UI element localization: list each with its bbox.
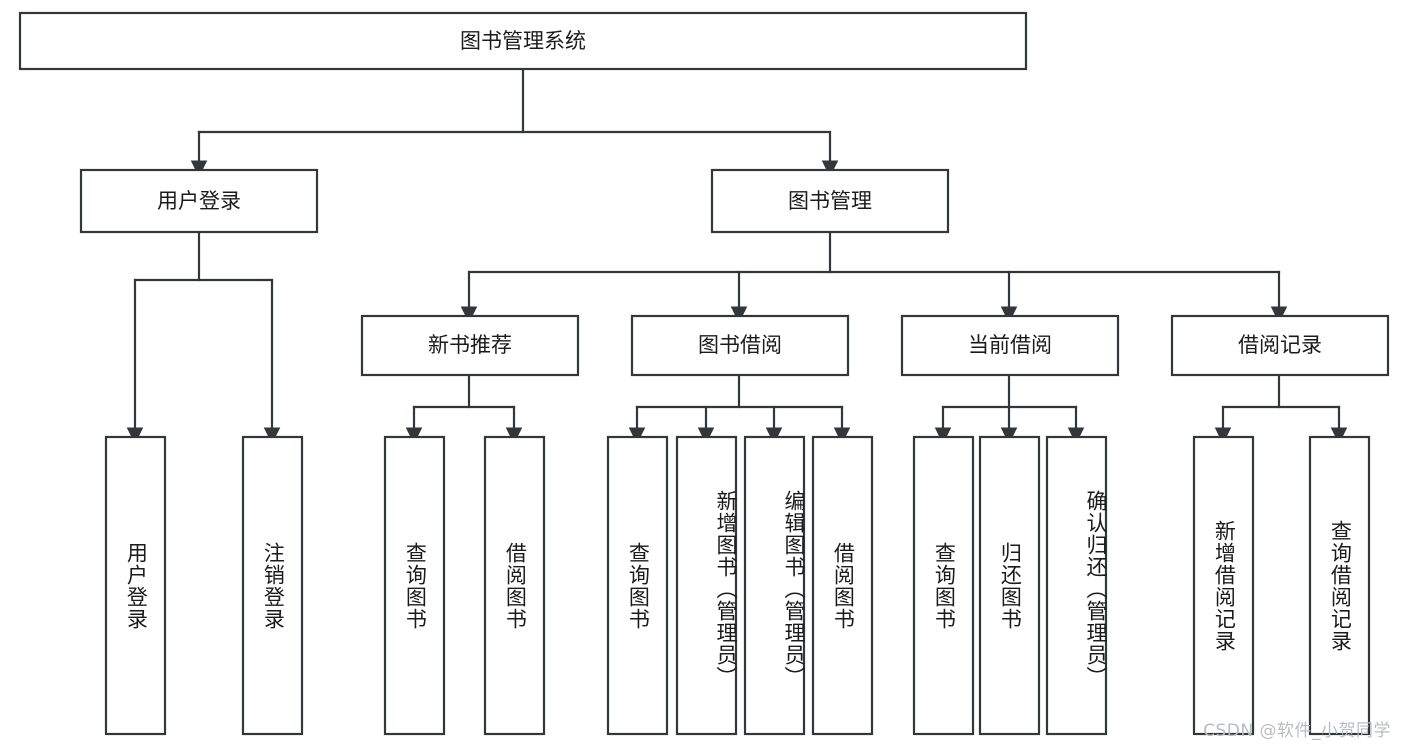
node-user-login-box[interactable]	[79, 168, 319, 234]
node-borrow-record[interactable]: 借阅记录	[1170, 314, 1390, 377]
node-root-label: 图书管理系统	[460, 29, 586, 53]
node-book-management[interactable]: 图书管理	[710, 168, 950, 234]
node-book-management-box[interactable]	[710, 168, 950, 234]
leaf-user-login-box[interactable]	[104, 435, 167, 736]
node-root[interactable]: 图书管理系统	[18, 11, 1028, 71]
node-current-borrow-box[interactable]	[900, 314, 1120, 377]
node-borrow-record-box[interactable]	[1170, 314, 1390, 377]
leaf-borrow-book-2-box[interactable]	[811, 435, 874, 736]
node-book-borrow-box[interactable]	[630, 314, 850, 377]
node-borrow-record-label: 借阅记录	[1238, 333, 1322, 357]
node-user-login[interactable]: 用户登录	[79, 168, 319, 234]
node-current-borrow[interactable]: 当前借阅	[900, 314, 1120, 377]
leaf-confirm-return-box[interactable]	[1045, 435, 1108, 736]
node-root-box[interactable]	[18, 11, 1028, 71]
leaf-borrow-book-1-box[interactable]	[483, 435, 546, 736]
node-new-book-recommend-label: 新书推荐	[428, 333, 512, 357]
edges-group	[126, 67, 1348, 445]
leaf-edit-book-box[interactable]	[743, 435, 806, 736]
node-book-management-label: 图书管理	[788, 189, 872, 213]
node-new-book-recommend-box[interactable]	[360, 314, 580, 377]
node-user-login-label: 用户登录	[157, 189, 241, 213]
leaf-query-book-3-box[interactable]	[912, 435, 975, 736]
csdn-watermark: CSDN @软件_小贺同学	[1203, 721, 1391, 741]
leaf-logout-login-box[interactable]	[241, 435, 304, 736]
leaf-query-book-1-box[interactable]	[383, 435, 446, 736]
node-new-book-recommend[interactable]: 新书推荐	[360, 314, 580, 377]
leaf-boxes-group	[104, 435, 1371, 736]
node-book-borrow[interactable]: 图书借阅	[630, 314, 850, 377]
leaf-add-borrow-record-box[interactable]	[1192, 435, 1255, 736]
leaf-query-book-2-box[interactable]	[606, 435, 669, 736]
node-current-borrow-label: 当前借阅	[968, 333, 1052, 357]
leaf-add-book-box[interactable]	[675, 435, 738, 736]
leaf-query-borrow-record-box[interactable]	[1308, 435, 1371, 736]
leaf-return-book-box[interactable]	[978, 435, 1041, 736]
node-book-borrow-label: 图书借阅	[698, 333, 782, 357]
